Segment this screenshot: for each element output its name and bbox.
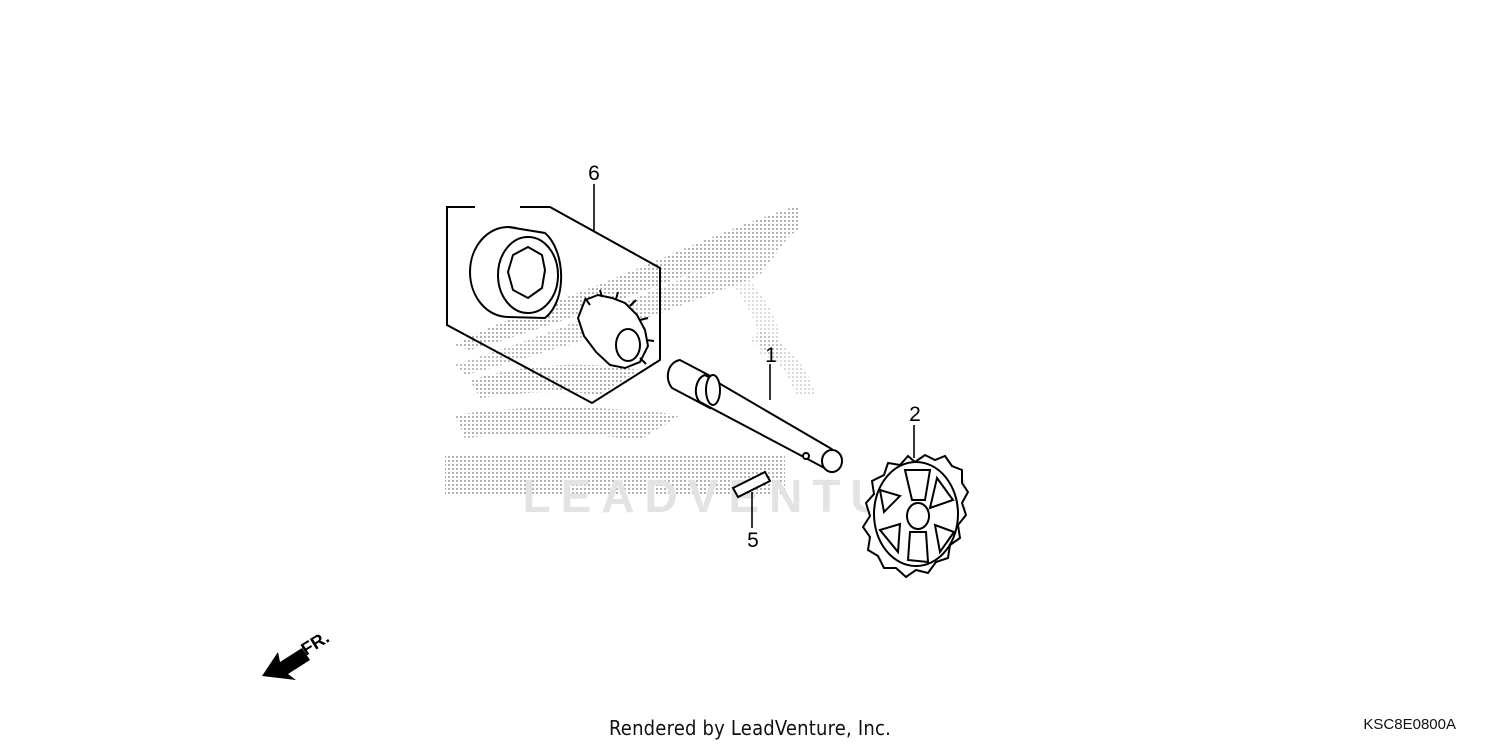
callout-1: 1 bbox=[765, 344, 777, 367]
part-6-rotor-set bbox=[446, 184, 661, 405]
callout-5: 5 bbox=[747, 529, 759, 552]
diagram-code: KSC8E0800A bbox=[1363, 716, 1456, 733]
footer-credit: Rendered by LeadVenture, Inc. bbox=[609, 716, 891, 740]
front-direction-arrow-icon: FR. bbox=[262, 627, 333, 680]
callout-2: 2 bbox=[909, 403, 921, 426]
part-1-pump-shaft bbox=[666, 358, 843, 474]
callout-6: 6 bbox=[588, 162, 600, 185]
part-2-gear bbox=[861, 425, 970, 579]
part-5-pin bbox=[731, 470, 772, 528]
